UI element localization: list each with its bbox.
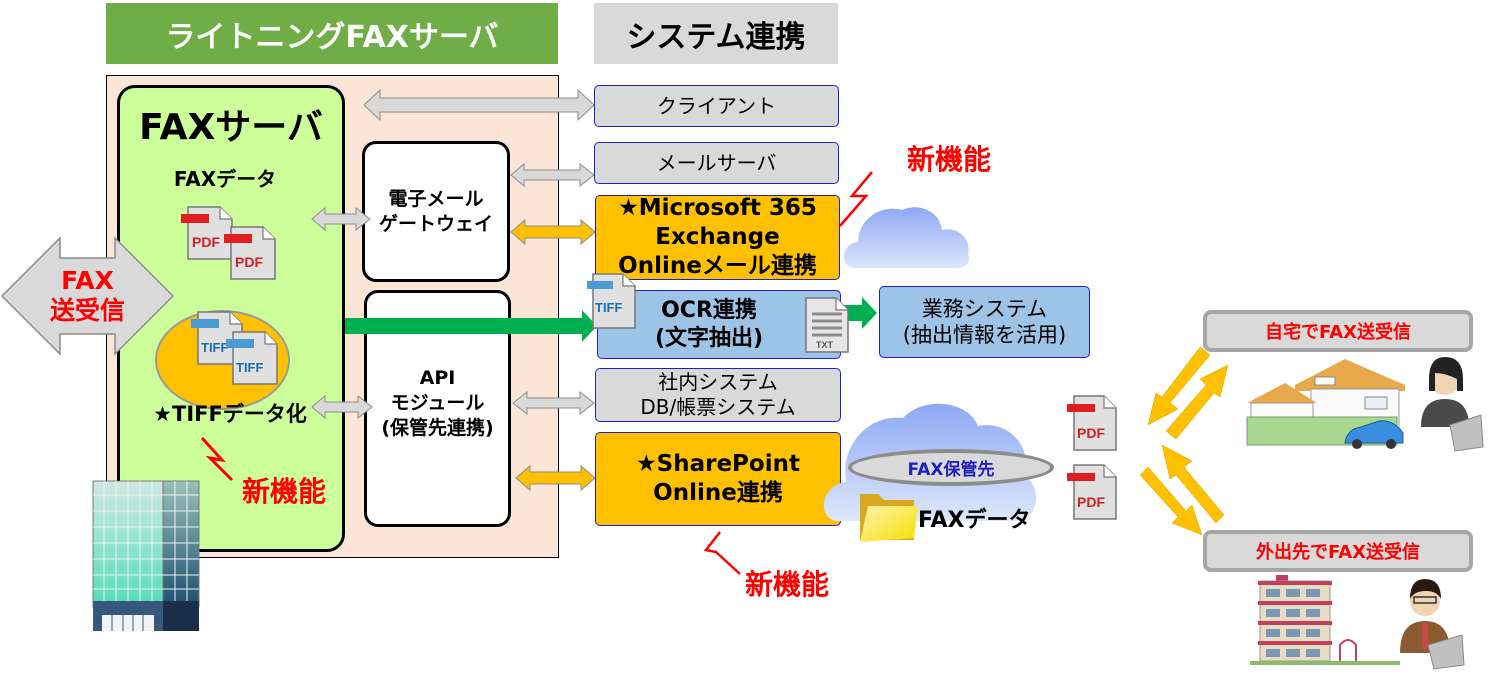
remote-pdf-label-2: PDF xyxy=(1077,494,1105,510)
email-gateway-line2: ゲートウェイ xyxy=(378,212,493,235)
system-sharepoint-online: ★SharePoint Online連携 xyxy=(595,432,841,526)
svg-text:TIFF: TIFF xyxy=(201,340,228,355)
arrow-outside-up xyxy=(1161,444,1225,524)
remote-pdf-icon-1: PDF xyxy=(1067,395,1117,451)
api-line2: モジュール xyxy=(390,392,485,415)
system-mail-server: メールサーバ xyxy=(594,142,839,184)
tiff-documents-icon: TIFF TIFF xyxy=(191,311,278,385)
outside-fax-label: 外出先でFAX送受信 xyxy=(1203,530,1473,572)
system-client: クライアント xyxy=(594,85,839,127)
new-feature-label-exchange: 新機能 xyxy=(907,143,992,176)
svg-text:PDF: PDF xyxy=(192,234,220,250)
home-illustration xyxy=(1246,357,1484,452)
send-receive-label: 送受信 xyxy=(49,296,125,325)
pdf-documents-icon: PDF PDF xyxy=(181,206,276,280)
system-internal: 社内システム DB/帳票システム xyxy=(595,368,841,422)
ocr-txt-icon: TXT xyxy=(805,297,849,353)
pdf-doc-icon-2: PDF xyxy=(224,226,276,280)
outside-illustration xyxy=(1250,575,1465,670)
woman-user-icon xyxy=(1421,357,1484,452)
lightning-icon-2 xyxy=(839,171,873,227)
exchange-line2: Exchange xyxy=(655,224,780,251)
ocr-line2: (文字抽出) xyxy=(654,325,764,351)
exchange-line3: Onlineメール連携 xyxy=(618,252,817,279)
svg-text:PDF: PDF xyxy=(235,254,263,270)
sharepoint-line2: Online連携 xyxy=(653,480,783,506)
remote-pdf-icon-2: PDF xyxy=(1067,464,1117,520)
api-line3: (保管先連携) xyxy=(381,416,494,439)
arrow-outside-down xyxy=(1139,466,1203,536)
cloud-icon-exchange xyxy=(843,207,970,268)
fax-server-title: FAXサーバ xyxy=(139,107,323,148)
home-fax-label: 自宅でFAX送受信 xyxy=(1203,310,1473,352)
fax-label: FAX xyxy=(61,266,114,295)
fax-storage-label: FAX保管先 xyxy=(848,449,1054,486)
api-module-box: API モジュール (保管先連携) xyxy=(364,290,511,527)
business-line1: 業務システム xyxy=(921,296,1048,321)
remote-arrows xyxy=(1139,346,1229,536)
folder-fax-data-label: FAXデータ xyxy=(918,508,1031,533)
email-gateway-line1: 電子メール xyxy=(388,187,484,210)
fax-data-label: FAXデータ xyxy=(173,167,277,191)
business-line2: (抽出情報を活用) xyxy=(902,323,1067,347)
office-building-icon xyxy=(92,480,200,631)
system-business: 業務システム (抽出情報を活用) xyxy=(879,286,1090,358)
ocr-txt-icon-label: TXT xyxy=(816,340,834,350)
new-feature-label-tiff: 新機能 xyxy=(242,475,327,508)
lightning-icon-1 xyxy=(200,436,234,482)
svg-text:TIFF: TIFF xyxy=(236,360,263,375)
tiff-doc-icon-1: TIFF xyxy=(191,311,243,365)
arrow-home-down xyxy=(1147,346,1211,426)
header-system-integration: システム連携 xyxy=(594,3,838,64)
fax-send-receive-label: FAX 送受信 xyxy=(30,266,145,326)
pdf-doc-icon-1: PDF xyxy=(181,206,233,260)
apartment-building-icon xyxy=(1250,575,1400,665)
ocr-line1: OCR連携 xyxy=(661,298,757,323)
sharepoint-line1: ★SharePoint xyxy=(636,451,800,478)
system-ocr: OCR連携 (文字抽出) xyxy=(597,290,841,359)
lightning-icon-3 xyxy=(703,531,741,575)
fax-send-receive-arrow xyxy=(0,236,175,356)
email-gateway-box: 電子メール ゲートウェイ xyxy=(362,141,510,282)
tiff-doc-icon-2: TIFF xyxy=(226,331,278,385)
man-user-icon xyxy=(1400,579,1465,670)
ocr-tiff-icon-label: TIFF xyxy=(595,300,622,315)
arrow-home-up xyxy=(1165,364,1229,440)
ocr-tiff-icon: TIFF xyxy=(587,273,636,329)
remote-pdf-label-1: PDF xyxy=(1077,425,1105,441)
system-exchange-online: ★Microsoft 365 Exchange Onlineメール連携 xyxy=(595,195,840,280)
tiff-feature-label: ★TIFFデータ化 xyxy=(153,402,307,426)
internal-line1: 社内システム xyxy=(658,370,778,394)
new-feature-label-sharepoint: 新機能 xyxy=(745,568,830,601)
internal-line2: DB/帳票システム xyxy=(640,395,796,419)
folder-icon xyxy=(860,494,918,542)
header-lightning-fax-server: ライトニングFAXサーバ xyxy=(106,3,558,64)
exchange-line1: ★Microsoft 365 xyxy=(618,195,817,222)
car-icon xyxy=(1344,420,1404,449)
api-line1: API xyxy=(419,367,456,390)
